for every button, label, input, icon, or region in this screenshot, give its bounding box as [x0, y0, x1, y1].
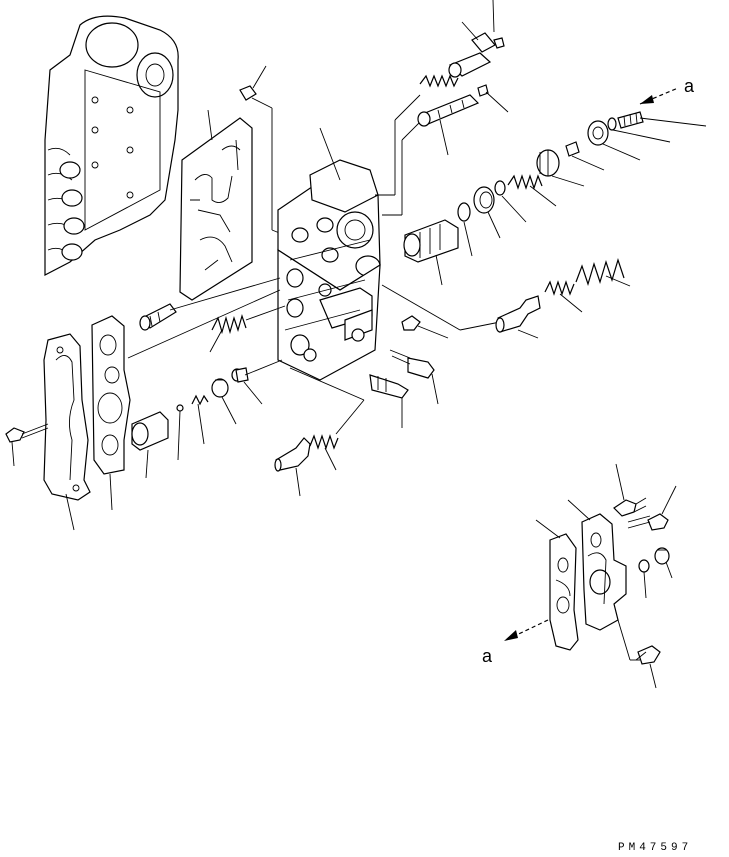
plug-bolts [369, 315, 449, 428]
transmission-housing [44, 15, 179, 276]
bottom-spool [274, 367, 365, 497]
leader-line [207, 109, 213, 141]
middle-spool [495, 258, 631, 339]
separator-plate [179, 117, 253, 301]
leader-line [127, 289, 281, 359]
right-spool-group [403, 111, 707, 286]
top-spool-group [417, 0, 509, 156]
arrow-a-top: a [639, 76, 695, 105]
arrow-label-a-top: a [684, 76, 695, 96]
valve-body [277, 159, 381, 381]
leader-line [401, 121, 421, 141]
left-spool-parts [131, 277, 286, 479]
leader-line [459, 321, 501, 331]
dowel-pin [239, 65, 283, 235]
leader-line [381, 284, 461, 331]
bottom-right-body [567, 499, 627, 631]
bottom-right-fasteners [613, 463, 677, 689]
left-end-cover [43, 333, 91, 531]
bottom-right-cover [535, 519, 579, 651]
arrow-a-bottom: a [482, 619, 549, 666]
left-bolt [5, 423, 49, 467]
drawing-code: PM47597 [618, 842, 692, 854]
leader-line [319, 127, 341, 181]
arrow-label-a-bottom: a [482, 646, 493, 666]
leader-line [394, 94, 421, 121]
left-gasket [91, 315, 131, 511]
